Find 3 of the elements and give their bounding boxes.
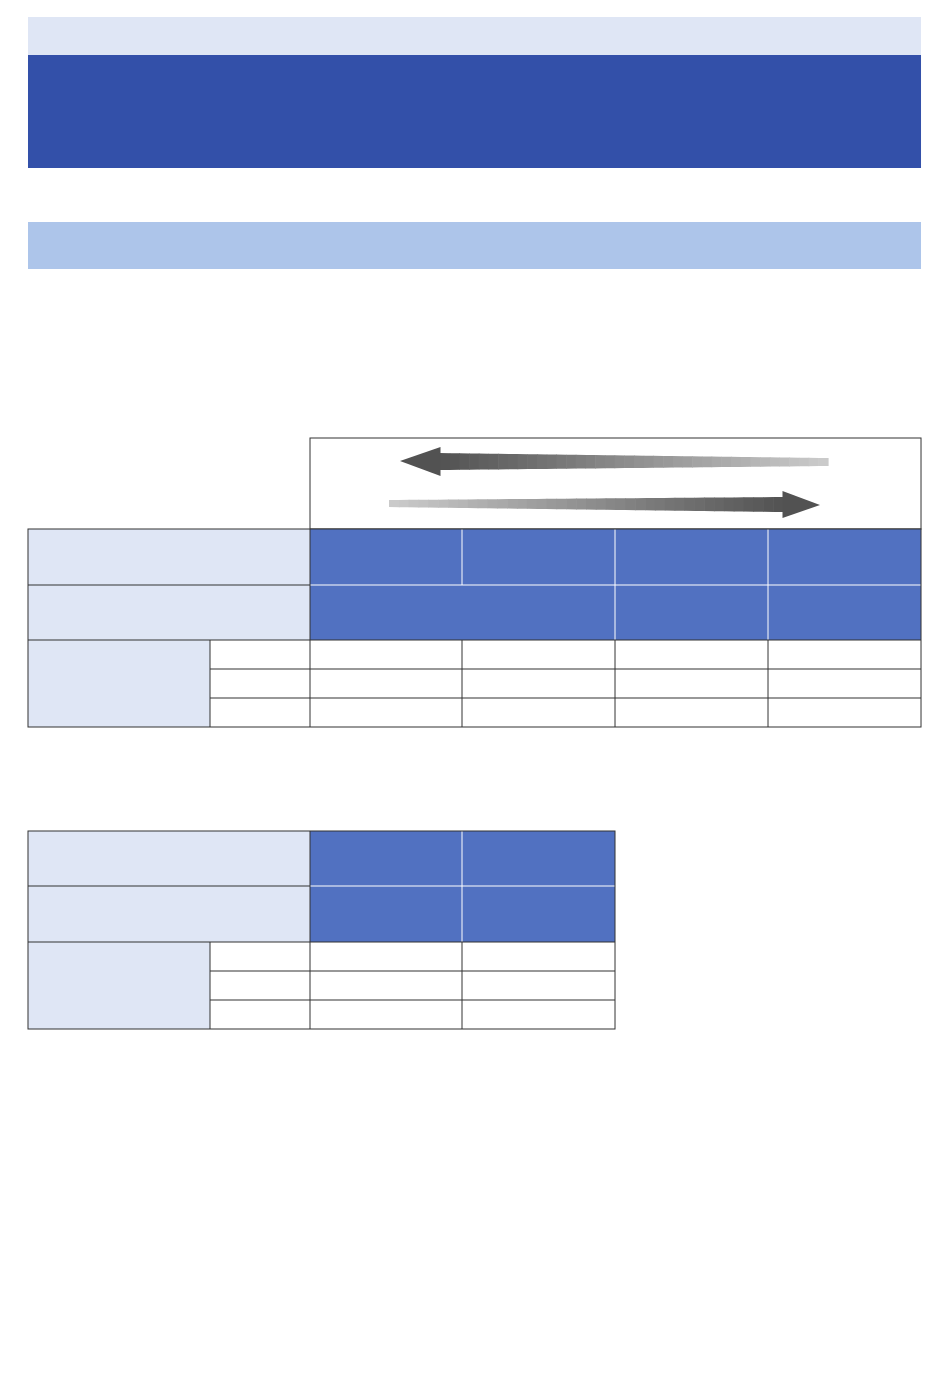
header-band — [28, 55, 921, 168]
header-band — [28, 17, 921, 55]
header-band — [28, 222, 921, 269]
